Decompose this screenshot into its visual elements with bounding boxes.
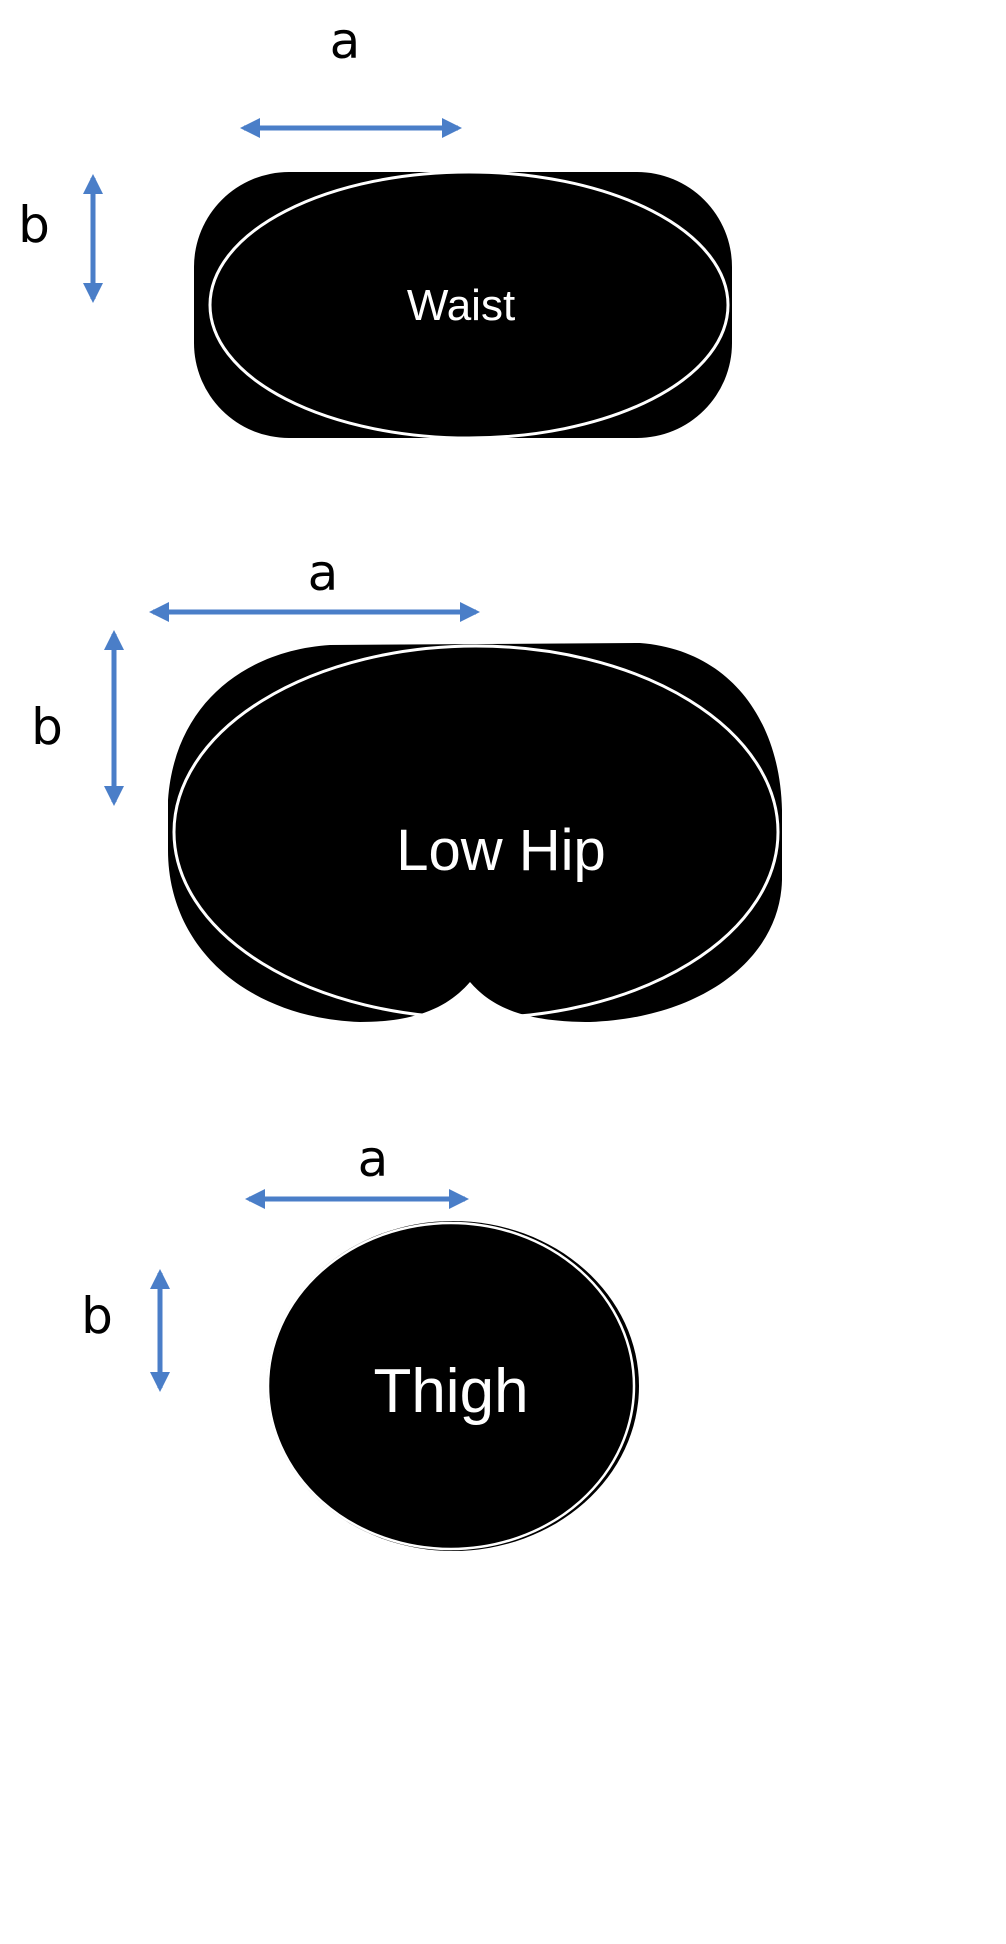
low-hip-shape (168, 643, 782, 1022)
low-hip-label: Low Hip (396, 818, 606, 883)
low-hip-section: a b Low Hip (31, 544, 782, 1022)
thigh-axis-a-label: a (358, 1130, 389, 1188)
low-hip-outline (172, 644, 780, 1020)
low-hip-axis-b-label: b (31, 698, 63, 756)
low-hip-axis-a-label: a (308, 544, 339, 602)
waist-outline (208, 170, 730, 440)
thigh-axis-b-label: b (81, 1287, 113, 1345)
waist-section: a b Waist (18, 12, 732, 440)
waist-label: Waist (407, 281, 515, 330)
thigh-section: a b Thigh (81, 1130, 639, 1551)
thigh-shape (267, 1221, 639, 1551)
waist-axis-a-label: a (330, 12, 361, 70)
thigh-outline (266, 1221, 636, 1551)
thigh-label: Thigh (373, 1357, 528, 1426)
waist-shape (194, 172, 732, 438)
waist-axis-b-label: b (18, 196, 50, 254)
